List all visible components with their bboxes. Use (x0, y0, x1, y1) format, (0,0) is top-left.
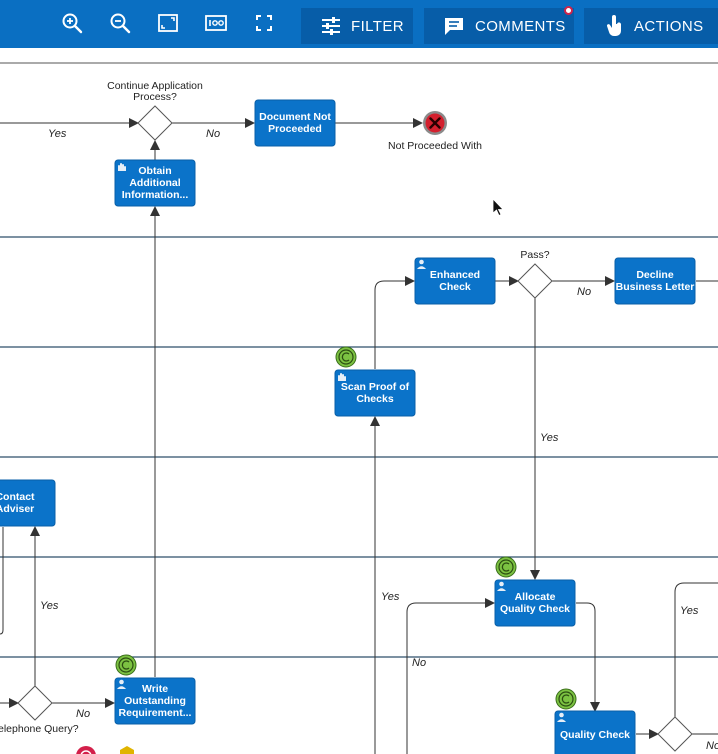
filter-sliders-icon (322, 17, 340, 35)
zoom-out-icon[interactable] (109, 12, 131, 34)
task-write-outstanding-requirement[interactable]: Write Outstanding Requirement... (114, 677, 196, 725)
toolbar: FILTER COMMENTS ACTIONS (0, 0, 718, 48)
partial-event-icons (76, 746, 134, 754)
gateway-label: Pass? (520, 249, 549, 261)
flow-label-yes: Yes (540, 432, 559, 444)
comment-bubble-icon (445, 18, 463, 35)
task-label: Outstanding (124, 695, 186, 707)
user-task-icon (116, 679, 127, 689)
task-label: Quality Check (500, 603, 570, 615)
start-event-icon[interactable] (555, 688, 577, 710)
task-label: Enhanced (430, 269, 480, 281)
process-diagram-canvas[interactable]: Yes No No Yes Yes No Yes No Yes No Conti… (0, 48, 718, 754)
start-event-icon[interactable] (115, 654, 137, 676)
comments-button[interactable]: COMMENTS (424, 6, 574, 44)
fullscreen-icon[interactable] (253, 12, 275, 34)
user-task-icon (496, 581, 507, 591)
flow-label-no-truncated: No (706, 740, 718, 752)
flow-label-yes: Yes (381, 591, 400, 603)
user-task-icon (556, 712, 567, 722)
task-label: Proceeded (268, 123, 322, 135)
mouse-cursor-icon (492, 198, 504, 217)
task-label: Obtain (138, 165, 171, 177)
task-label: Quality Check (560, 729, 630, 741)
gateway-telephone-query[interactable]: elephone Query? (0, 685, 79, 735)
fit-to-screen-icon[interactable] (157, 12, 179, 34)
hand-pointer-icon (606, 15, 622, 37)
task-label: Requirement... (119, 707, 192, 719)
task-label: Scan Proof of (341, 381, 410, 393)
filter-label: FILTER (351, 17, 404, 35)
task-decline-business-letter[interactable]: Decline Business Letter (614, 257, 696, 305)
task-label: Information... (122, 189, 189, 201)
task-obtain-additional-information[interactable]: Obtain Additional Information... (114, 159, 196, 207)
task-quality-check[interactable]: Quality Check (554, 710, 636, 754)
start-event-icon[interactable] (495, 556, 517, 578)
flow-label-no: No (412, 657, 426, 669)
user-task-icon (416, 259, 427, 269)
sequence-flows (0, 118, 718, 754)
task-label: Document Not (259, 111, 331, 123)
task-label: Contact (0, 491, 35, 503)
task-label: Write (142, 683, 168, 695)
gateway-label: Process? (133, 91, 177, 103)
flow-label-no: No (206, 128, 220, 140)
swimlane-lines (0, 62, 718, 658)
flow-label-yes: Yes (680, 605, 699, 617)
task-scan-proof-of-checks[interactable]: Scan Proof of Checks (334, 369, 416, 417)
task-document-not-proceeded[interactable]: Document Not Proceeded (254, 99, 336, 147)
task-label: Check (439, 281, 471, 293)
notification-dot (564, 6, 573, 15)
end-event-not-proceeded[interactable]: Not Proceeded With (388, 111, 482, 152)
task-label: Decline (636, 269, 674, 281)
gateway-continue-application[interactable]: Continue Application Process? (107, 80, 203, 141)
close-icon (429, 117, 441, 129)
gateway-quality-check[interactable] (657, 716, 693, 752)
actual-size-icon[interactable] (205, 12, 227, 34)
task-label: Allocate (515, 591, 556, 603)
end-event-label: Not Proceeded With (388, 140, 482, 152)
gateway-label: elephone Query? (0, 723, 79, 735)
flow-label-yes: Yes (40, 600, 59, 612)
flow-labels: Yes No No Yes Yes No Yes No Yes No (40, 128, 718, 752)
task-enhanced-check[interactable]: Enhanced Check (414, 257, 496, 305)
task-label: Checks (356, 393, 394, 405)
gateway-pass[interactable]: Pass? (517, 249, 553, 299)
task-label: Adviser (0, 503, 34, 515)
task-label: Additional (129, 177, 180, 189)
start-event-icon[interactable] (335, 346, 357, 368)
flow-label-no: No (577, 286, 591, 298)
flow-label-no: No (76, 708, 90, 720)
filter-button[interactable]: FILTER (301, 8, 413, 44)
task-label: Business Letter (616, 281, 695, 293)
actions-button[interactable]: ACTIONS (584, 8, 718, 44)
task-contact-adviser[interactable]: Contact Adviser (0, 479, 56, 527)
zoom-in-icon[interactable] (61, 12, 83, 34)
flow-label-yes: Yes (48, 128, 67, 140)
gateway-label: Continue Application (107, 80, 203, 92)
task-allocate-quality-check[interactable]: Allocate Quality Check (494, 579, 576, 627)
comments-label: COMMENTS (475, 17, 566, 35)
actions-label: ACTIONS (634, 17, 704, 35)
